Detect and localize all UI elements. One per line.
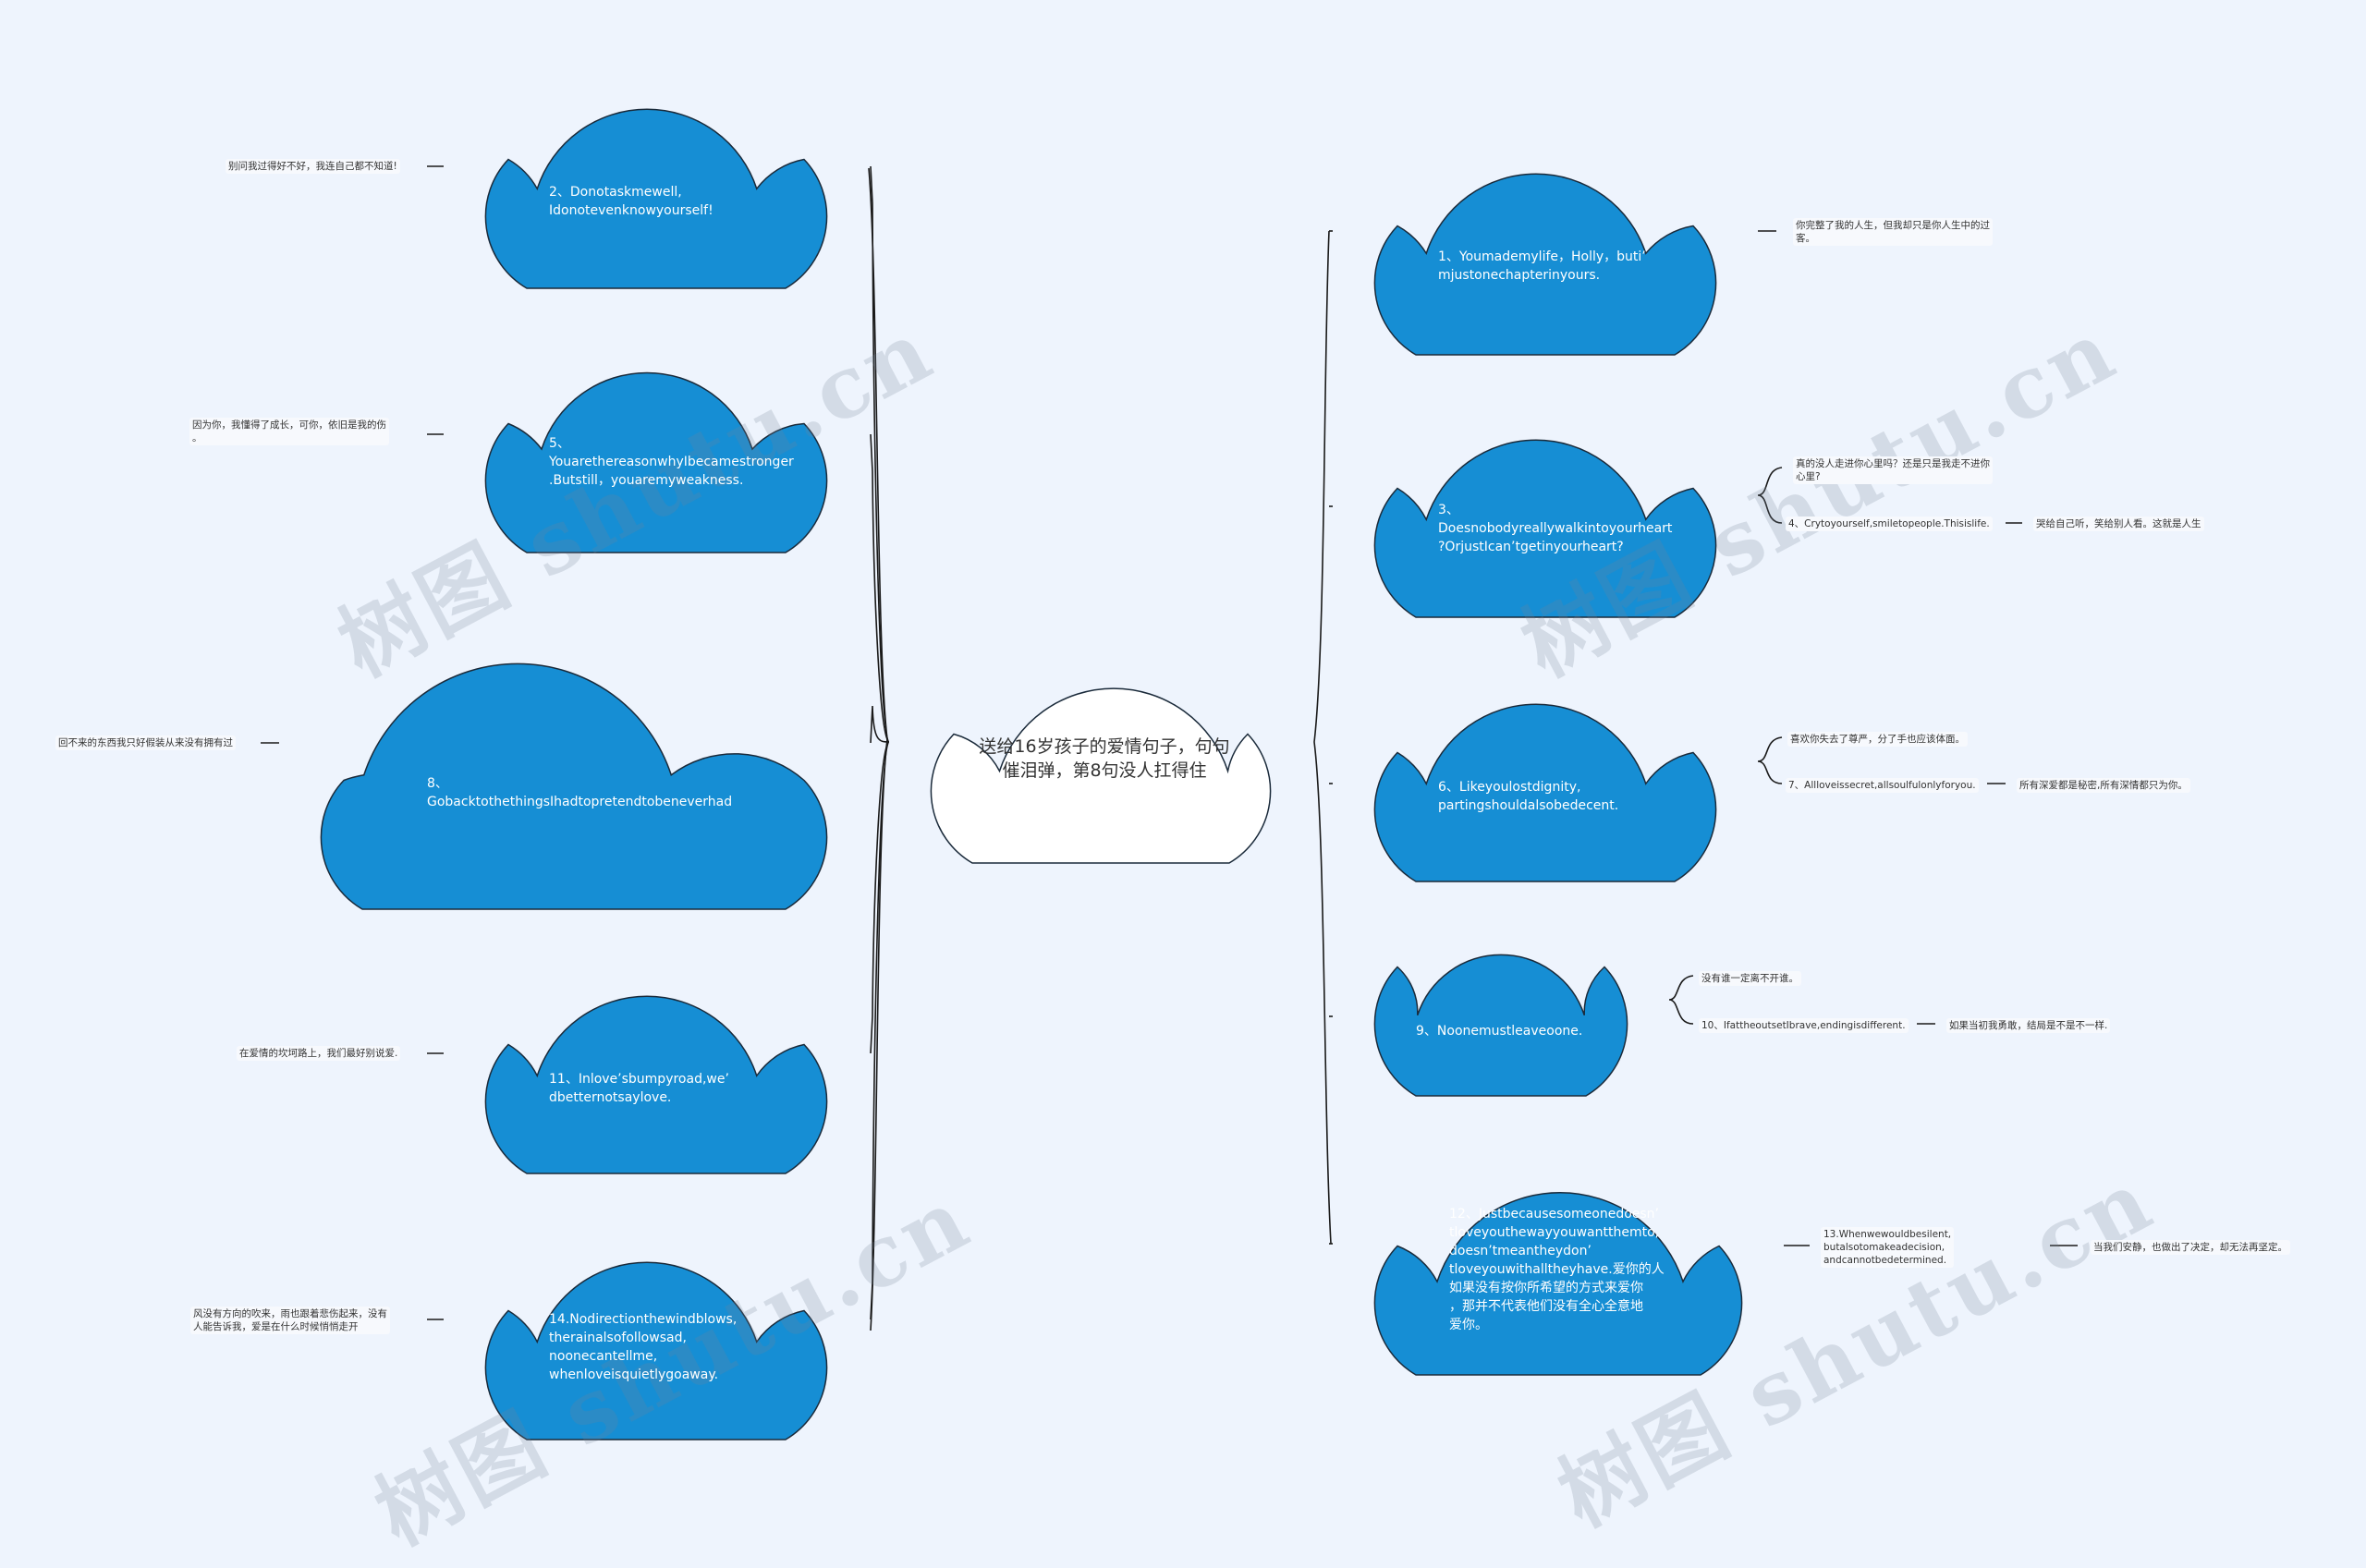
cloud-left-1[interactable] (484, 108, 828, 289)
cloud-node-left[interactable]: 5、 YouarethereasonwhyIbecamestronger .Bu… (549, 436, 794, 488)
node-note: 因为你，我懂得了成长，可你，依旧是我的伤 。 (189, 418, 389, 445)
node-note: 10、IfattheoutsetIbrave,endingisdifferent… (1699, 1018, 1909, 1033)
cloud-nodes (320, 108, 1743, 1440)
cloud-node-left[interactable]: 14.Nodirectionthewindblows, therainalsof… (549, 1312, 738, 1382)
center-topic[interactable]: 送给16岁孩子的爱情句子，句句催泪弹，第8句没人扛得住 (979, 736, 1230, 781)
node-note: 在爱情的坎坷路上，我们最好别说爱. (237, 1046, 401, 1061)
cloud-left-3[interactable] (320, 662, 828, 910)
node-note: 如果当初我勇敢，结局是不是不一样. (1946, 1018, 2111, 1033)
node-note: 喜欢你失去了尊严，分了手也应该体面。 (1787, 732, 1968, 747)
cloud-right-2[interactable] (1373, 439, 1717, 618)
cloud-left-4[interactable] (484, 995, 828, 1174)
node-note: 你完整了我的人生，但我却只是你人生中的过 客。 (1793, 218, 1993, 246)
connector-lines (261, 165, 2078, 1331)
cloud-node-right[interactable]: 1、Youmademylife，Holly，buti’ mjustonechap… (1438, 249, 1646, 283)
node-note: 别问我过得好不好，我连自己都不知道! (226, 159, 400, 174)
cloud-right-4[interactable] (1373, 954, 1628, 1097)
cloud-node-left[interactable]: 2、Donotaskmewell, Idonotevenknowyourself… (549, 185, 713, 218)
node-note: 所有深爱都是秘密,所有深情都只为你。 (2017, 778, 2190, 793)
node-note: 真的没人走进你心里吗？还是只是我走不进你 心里? (1793, 456, 1993, 484)
note-brace (1757, 467, 1783, 524)
node-note: 没有谁一定离不开谁。 (1699, 971, 1801, 986)
cloud-node-right[interactable]: 12、Justbecausesomeonedoesn’ tloveyouthew… (1449, 1207, 1665, 1332)
node-note: 风没有方向的吹来，雨也跟着悲伤起来，没有 人能告诉我，爱是在什么时候悄悄走开 (190, 1307, 390, 1334)
cloud-node-right[interactable]: 6、Likeyoulostdignity, partingshouldalsob… (1438, 780, 1619, 813)
cloud-node-left[interactable]: 8、 GobacktothethingsIhadtopretendtobenev… (427, 776, 733, 809)
node-note: 7、Allloveissecret,allsoulfulonlyforyou. (1786, 778, 1979, 793)
mind-map-canvas (261, 108, 2078, 1440)
cloud-left-5[interactable] (484, 1261, 828, 1440)
note-brace (1757, 736, 1783, 784)
node-note: 当我们安静，也做出了决定，却无法再坚定。 (2091, 1240, 2290, 1255)
node-note: 回不来的东西我只好假装从来没有拥有过 (55, 735, 236, 750)
cloud-left-2[interactable] (484, 371, 828, 553)
trunk-spine-right (1313, 230, 1332, 1245)
cloud-right-3[interactable] (1373, 703, 1717, 882)
node-note: 哭给自己听，笑给别人看。这就是人生 (2033, 517, 2204, 531)
node-note: 4、Crytoyourself,smiletopeople.Thisislife… (1786, 517, 1993, 531)
center-cloud[interactable] (930, 687, 1272, 864)
cloud-node-right[interactable]: 9、Noonemustleaveoone. (1416, 1024, 1583, 1039)
trunk-spine-left (868, 167, 888, 1331)
note-brace (1668, 975, 1694, 1025)
cloud-right-1[interactable] (1373, 173, 1717, 356)
cloud-right-5[interactable] (1373, 1191, 1743, 1376)
trunk-line-left (870, 433, 890, 743)
cloud-node-left[interactable]: 11、Inlove’sbumpyroad,we’ dbetternotsaylo… (549, 1072, 729, 1105)
node-note: 13.Whenwewouldbesilent, butalsotomakeade… (1821, 1227, 1955, 1268)
cloud-node-right[interactable]: 3、 Doesnobodyreallywalkintoyourheart ?Or… (1438, 503, 1673, 554)
